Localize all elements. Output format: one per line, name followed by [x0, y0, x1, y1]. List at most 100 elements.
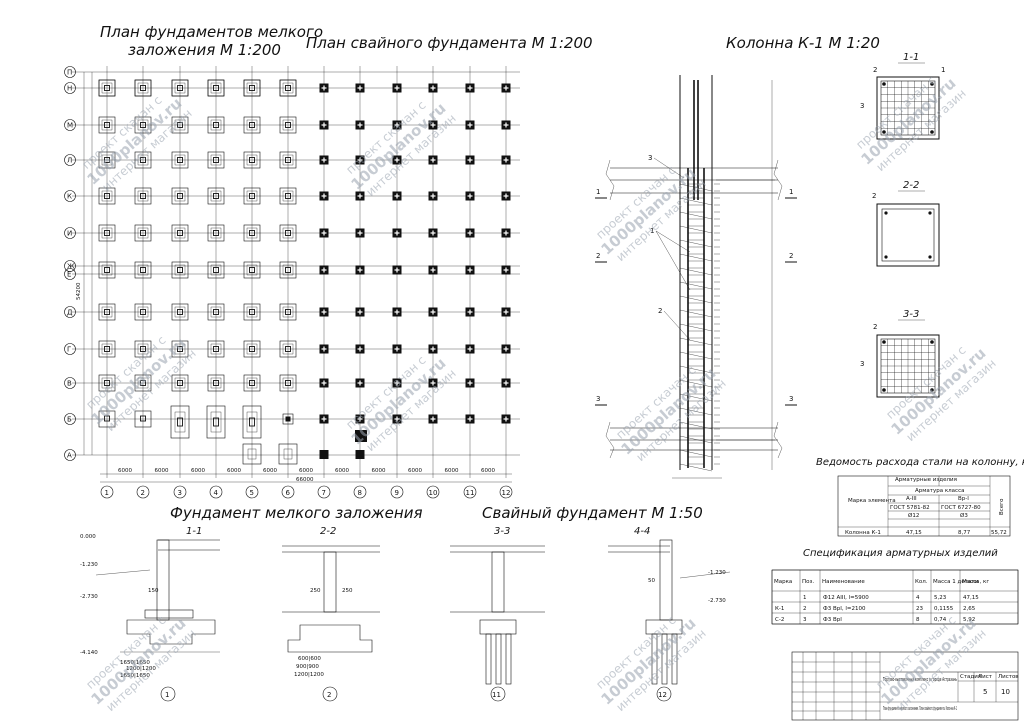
footing [171, 261, 189, 279]
footing [170, 405, 190, 439]
footing [98, 303, 116, 321]
spec-cell: 1 [803, 595, 807, 601]
axis-number: 12 [502, 489, 511, 497]
footing [206, 405, 226, 439]
section-label: 4-4 [634, 526, 650, 537]
bay-dim: 6000 [155, 468, 169, 474]
axis-bubble [209, 485, 223, 499]
steel-h-gost2: ГОСТ 6727-80 [941, 505, 981, 511]
footing [134, 303, 152, 321]
section-label: 900|900 [296, 664, 319, 670]
footing [98, 224, 116, 242]
footing [171, 151, 189, 169]
cut-3-right: 3 [789, 395, 793, 403]
section-label: 11 [492, 691, 501, 699]
spec-cell: 2 [803, 606, 807, 612]
steel-row-v2: 8,77 [958, 530, 971, 536]
footing [207, 224, 225, 242]
spec-cell: 8 [916, 617, 920, 623]
axis-number: 11 [466, 489, 475, 497]
axis-bubble [64, 449, 76, 461]
steel-row-total: 55,72 [991, 530, 1007, 536]
sec1-pos-1: 1 [941, 66, 945, 74]
footing [171, 374, 189, 392]
axis-number: 10 [429, 489, 438, 497]
spec-cell: 47,15 [963, 595, 979, 601]
footing [243, 187, 261, 205]
footing [207, 116, 225, 134]
section-label: 12 [658, 691, 667, 699]
axis-bubble [281, 485, 295, 499]
title-pile-foundation: Свайный фундамент М 1:50 [482, 504, 703, 522]
spec-cell: 2,65 [963, 606, 976, 612]
axis-bubble [353, 485, 367, 499]
axis-bubble [173, 485, 187, 499]
steel-row-name: Колонна К-1 [845, 530, 881, 536]
axis-bubble [317, 485, 331, 499]
axis-number: 5 [250, 489, 254, 497]
section-label: -4.140 [80, 650, 98, 656]
sec1-pos-3: 3 [860, 102, 864, 110]
footing [242, 443, 262, 465]
sec2-pos-2: 2 [872, 192, 876, 200]
spec-header: Марка [774, 579, 792, 585]
footing [98, 261, 116, 279]
axis-bubble [64, 268, 76, 280]
footing [243, 340, 261, 358]
footing [243, 116, 261, 134]
bay-dim: 6000 [227, 468, 241, 474]
bay-dim: 6000 [481, 468, 495, 474]
footing [134, 151, 152, 169]
footing [171, 340, 189, 358]
section-label: 1200|1200 [126, 666, 156, 672]
steel-h-a3: А-III [906, 496, 917, 502]
title-shallow-foundation: Фундамент мелкого заложения [170, 504, 422, 522]
axis-number: 2 [141, 489, 145, 497]
footing [279, 116, 297, 134]
foundation-sections: 1-11650|16501200|12001650|165010.000-1.2… [80, 526, 731, 702]
column-k1-elevation: 3 1 2 1 1 2 2 3 3 [595, 75, 797, 479]
title-rebar-spec: Спецификация арматурных изделий [803, 548, 998, 559]
spec-cell: 5,23 [934, 595, 947, 601]
section-label: 50 [648, 578, 655, 584]
footing [278, 443, 298, 465]
steel-h-class: Арматура класса [915, 488, 964, 494]
axis-bubble [499, 485, 513, 499]
axis-bubble [64, 306, 76, 318]
axis-letter: Н [67, 85, 72, 93]
title-column: Колонна К-1 М 1:20 [726, 34, 880, 52]
cut-2-left: 2 [596, 252, 600, 260]
section-label: 1650|1650 [120, 660, 150, 666]
footing [279, 340, 297, 358]
axis-number: 9 [395, 489, 399, 497]
pile [661, 633, 668, 685]
spec-header: Наименование [822, 579, 865, 585]
spec-cell: К-1 [775, 606, 784, 612]
cut-1-left: 1 [596, 188, 600, 196]
footing [279, 151, 297, 169]
section-label: 150 [148, 588, 159, 594]
axis-bubble [64, 377, 76, 389]
axis-number: 4 [214, 489, 219, 497]
section-label: 250 [342, 588, 353, 594]
footing [98, 116, 116, 134]
spec-cell: 0,74 [934, 617, 947, 623]
axis-bubble [426, 485, 440, 499]
bay-dim: 6000 [263, 468, 277, 474]
axis-number: 6 [286, 489, 291, 497]
title-pile-plan: План свайного фундамента М 1:200 [306, 34, 593, 52]
axis-bubble [136, 485, 150, 499]
footing [171, 224, 189, 242]
section-label: 1650|1650 [120, 673, 150, 679]
bay-dim: 6000 [335, 468, 349, 474]
footing [279, 187, 297, 205]
spec-header: Поз. [802, 579, 814, 585]
title-shallow-plan-1: План фундаментов мелкого [100, 23, 323, 41]
axis-bubble [100, 485, 114, 499]
steel-h-mark: Марка элемента [848, 498, 896, 504]
section-label: 1200|1200 [294, 672, 324, 678]
spec-cell: С-2 [775, 617, 784, 623]
footing [98, 151, 116, 169]
axis-letter: Е [67, 271, 71, 279]
